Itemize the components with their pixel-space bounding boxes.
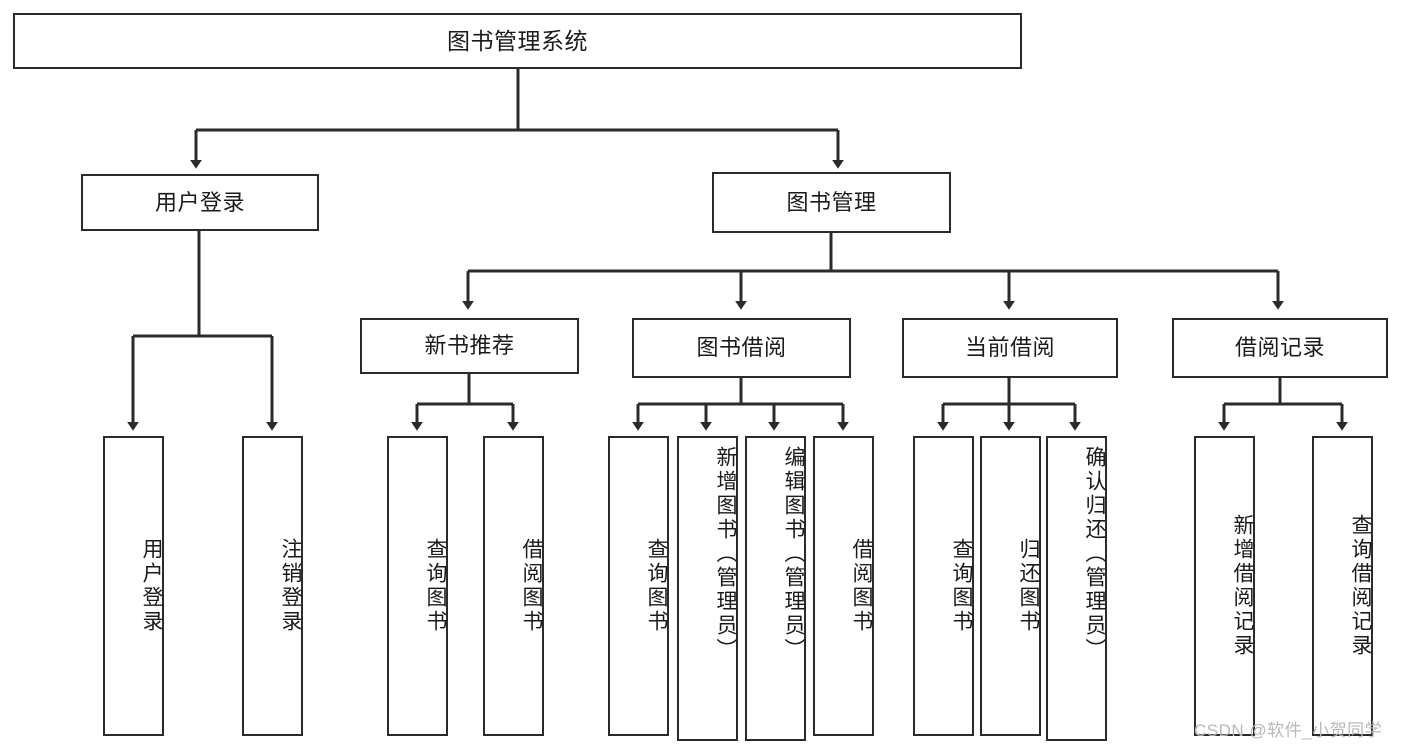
- node-leaf-user-login-label: 用户登录: [140, 538, 163, 634]
- node-leaf-user-login[interactable]: 用户登录: [103, 436, 164, 736]
- node-new-book-rec[interactable]: 新书推荐: [360, 318, 579, 374]
- node-leaf-edit-book[interactable]: 编辑图书（管理员）: [745, 436, 806, 741]
- node-book-manage[interactable]: 图书管理: [712, 172, 951, 233]
- node-leaf-query-record-label: 查询借阅记录: [1349, 514, 1372, 658]
- node-leaf-logout[interactable]: 注销登录: [242, 436, 303, 736]
- node-user-login[interactable]: 用户登录: [81, 174, 319, 231]
- node-leaf-query-record[interactable]: 查询借阅记录: [1312, 436, 1373, 736]
- node-book-borrow-label: 图书借阅: [696, 335, 787, 361]
- node-leaf-borrow-book-2[interactable]: 借阅图书: [813, 436, 874, 736]
- node-leaf-borrow-book-1-label: 借阅图书: [520, 538, 543, 634]
- node-leaf-edit-book-label: 编辑图书（管理员）: [782, 446, 805, 662]
- node-leaf-return-book-label: 归还图书: [1017, 538, 1040, 634]
- node-current-borrow[interactable]: 当前借阅: [902, 318, 1118, 378]
- node-book-manage-label: 图书管理: [786, 189, 877, 215]
- node-borrow-record[interactable]: 借阅记录: [1172, 318, 1388, 378]
- node-leaf-query-book-2[interactable]: 查询图书: [608, 436, 669, 736]
- node-user-login-label: 用户登录: [154, 189, 245, 215]
- node-book-borrow[interactable]: 图书借阅: [632, 318, 851, 378]
- node-leaf-add-record[interactable]: 新增借阅记录: [1194, 436, 1255, 736]
- node-leaf-borrow-book-1[interactable]: 借阅图书: [483, 436, 544, 736]
- node-leaf-return-book[interactable]: 归还图书: [980, 436, 1041, 736]
- node-leaf-add-book[interactable]: 新增图书（管理员）: [677, 436, 738, 741]
- node-leaf-add-book-label: 新增图书（管理员）: [714, 446, 737, 662]
- node-leaf-query-book-3-label: 查询图书: [950, 538, 973, 634]
- node-root-label: 图书管理系统: [447, 27, 588, 54]
- node-leaf-logout-label: 注销登录: [279, 538, 302, 634]
- node-root[interactable]: 图书管理系统: [13, 13, 1022, 69]
- node-leaf-confirm-return[interactable]: 确认归还（管理员）: [1046, 436, 1107, 741]
- node-leaf-confirm-return-label: 确认归还（管理员）: [1083, 446, 1106, 662]
- node-new-book-rec-label: 新书推荐: [424, 333, 515, 359]
- node-leaf-add-record-label: 新增借阅记录: [1231, 514, 1254, 658]
- node-current-borrow-label: 当前借阅: [964, 335, 1055, 361]
- node-leaf-query-book-1[interactable]: 查询图书: [387, 436, 448, 736]
- csdn-watermark: CSDN @软件_小贺同学: [1194, 721, 1383, 740]
- node-leaf-query-book-3[interactable]: 查询图书: [913, 436, 974, 736]
- node-leaf-borrow-book-2-label: 借阅图书: [850, 538, 873, 634]
- node-leaf-query-book-2-label: 查询图书: [645, 538, 668, 634]
- node-leaf-query-book-1-label: 查询图书: [424, 538, 447, 634]
- node-borrow-record-label: 借阅记录: [1234, 335, 1325, 361]
